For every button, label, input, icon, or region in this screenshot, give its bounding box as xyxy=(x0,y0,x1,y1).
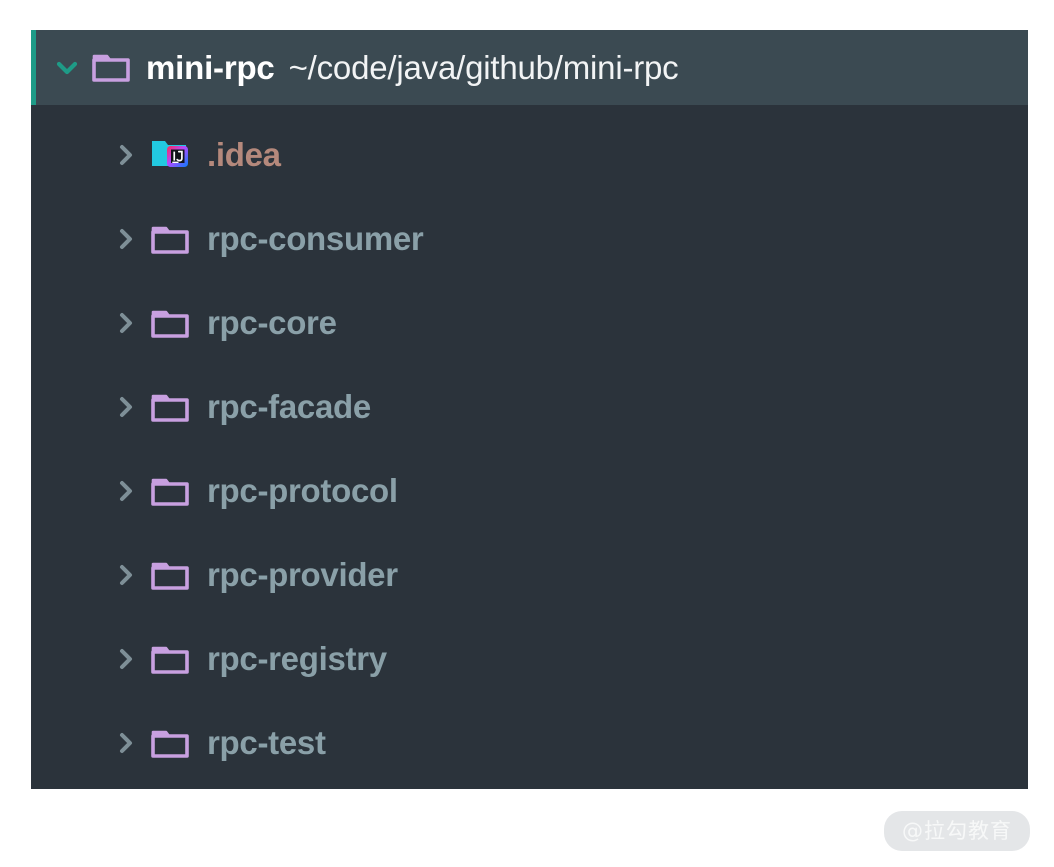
chevron-right-icon[interactable] xyxy=(111,392,141,422)
chevron-right-icon[interactable] xyxy=(111,476,141,506)
folder-icon xyxy=(90,51,132,85)
tree-item-label: rpc-provider xyxy=(207,556,398,593)
tree-row-project-root[interactable]: mini-rpc ~/code/java/github/mini-rpc xyxy=(31,30,1028,105)
tree-row-rpc-core[interactable]: rpc-core xyxy=(31,281,1028,365)
tree-row-idea[interactable]: .idea xyxy=(31,113,1028,197)
tree-row-rpc-facade[interactable]: rpc-facade xyxy=(31,365,1028,449)
project-root-path: ~/code/java/github/mini-rpc xyxy=(288,48,679,86)
folder-icon xyxy=(149,390,191,424)
tree-item-label: rpc-protocol xyxy=(207,472,398,509)
tree-item-label: .idea xyxy=(207,136,281,173)
chevron-right-icon[interactable] xyxy=(111,224,141,254)
tree-item-label: rpc-consumer xyxy=(207,220,424,257)
folder-icon xyxy=(149,306,191,340)
project-root-name: mini-rpc xyxy=(146,48,275,86)
folder-icon xyxy=(149,642,191,676)
chevron-right-icon[interactable] xyxy=(111,560,141,590)
tree-row-rpc-registry[interactable]: rpc-registry xyxy=(31,617,1028,701)
tree-row-rpc-provider[interactable]: rpc-provider xyxy=(31,533,1028,617)
chevron-right-icon[interactable] xyxy=(111,140,141,170)
folder-icon xyxy=(149,726,191,760)
watermark-badge: @拉勾教育 xyxy=(884,810,1030,851)
chevron-right-icon[interactable] xyxy=(111,308,141,338)
tree-item-label: rpc-test xyxy=(207,724,326,761)
tree-row-rpc-test[interactable]: rpc-test xyxy=(31,701,1028,785)
project-tree-panel[interactable]: mini-rpc ~/code/java/github/mini-rpc xyxy=(31,30,1028,789)
tree-row-rpc-protocol[interactable]: rpc-protocol xyxy=(31,449,1028,533)
tree-row-rpc-consumer[interactable]: rpc-consumer xyxy=(31,197,1028,281)
chevron-right-icon[interactable] xyxy=(111,644,141,674)
tree-item-label: rpc-core xyxy=(207,304,337,341)
intellij-idea-folder-icon xyxy=(149,137,191,173)
tree-children: .idea rpc-consumer xyxy=(31,105,1028,785)
tree-item-label: rpc-facade xyxy=(207,388,371,425)
folder-icon xyxy=(149,558,191,592)
chevron-right-icon[interactable] xyxy=(111,728,141,758)
folder-icon xyxy=(149,474,191,508)
chevron-down-icon[interactable] xyxy=(52,53,82,83)
folder-icon xyxy=(149,222,191,256)
tree-item-label: rpc-registry xyxy=(207,640,387,677)
